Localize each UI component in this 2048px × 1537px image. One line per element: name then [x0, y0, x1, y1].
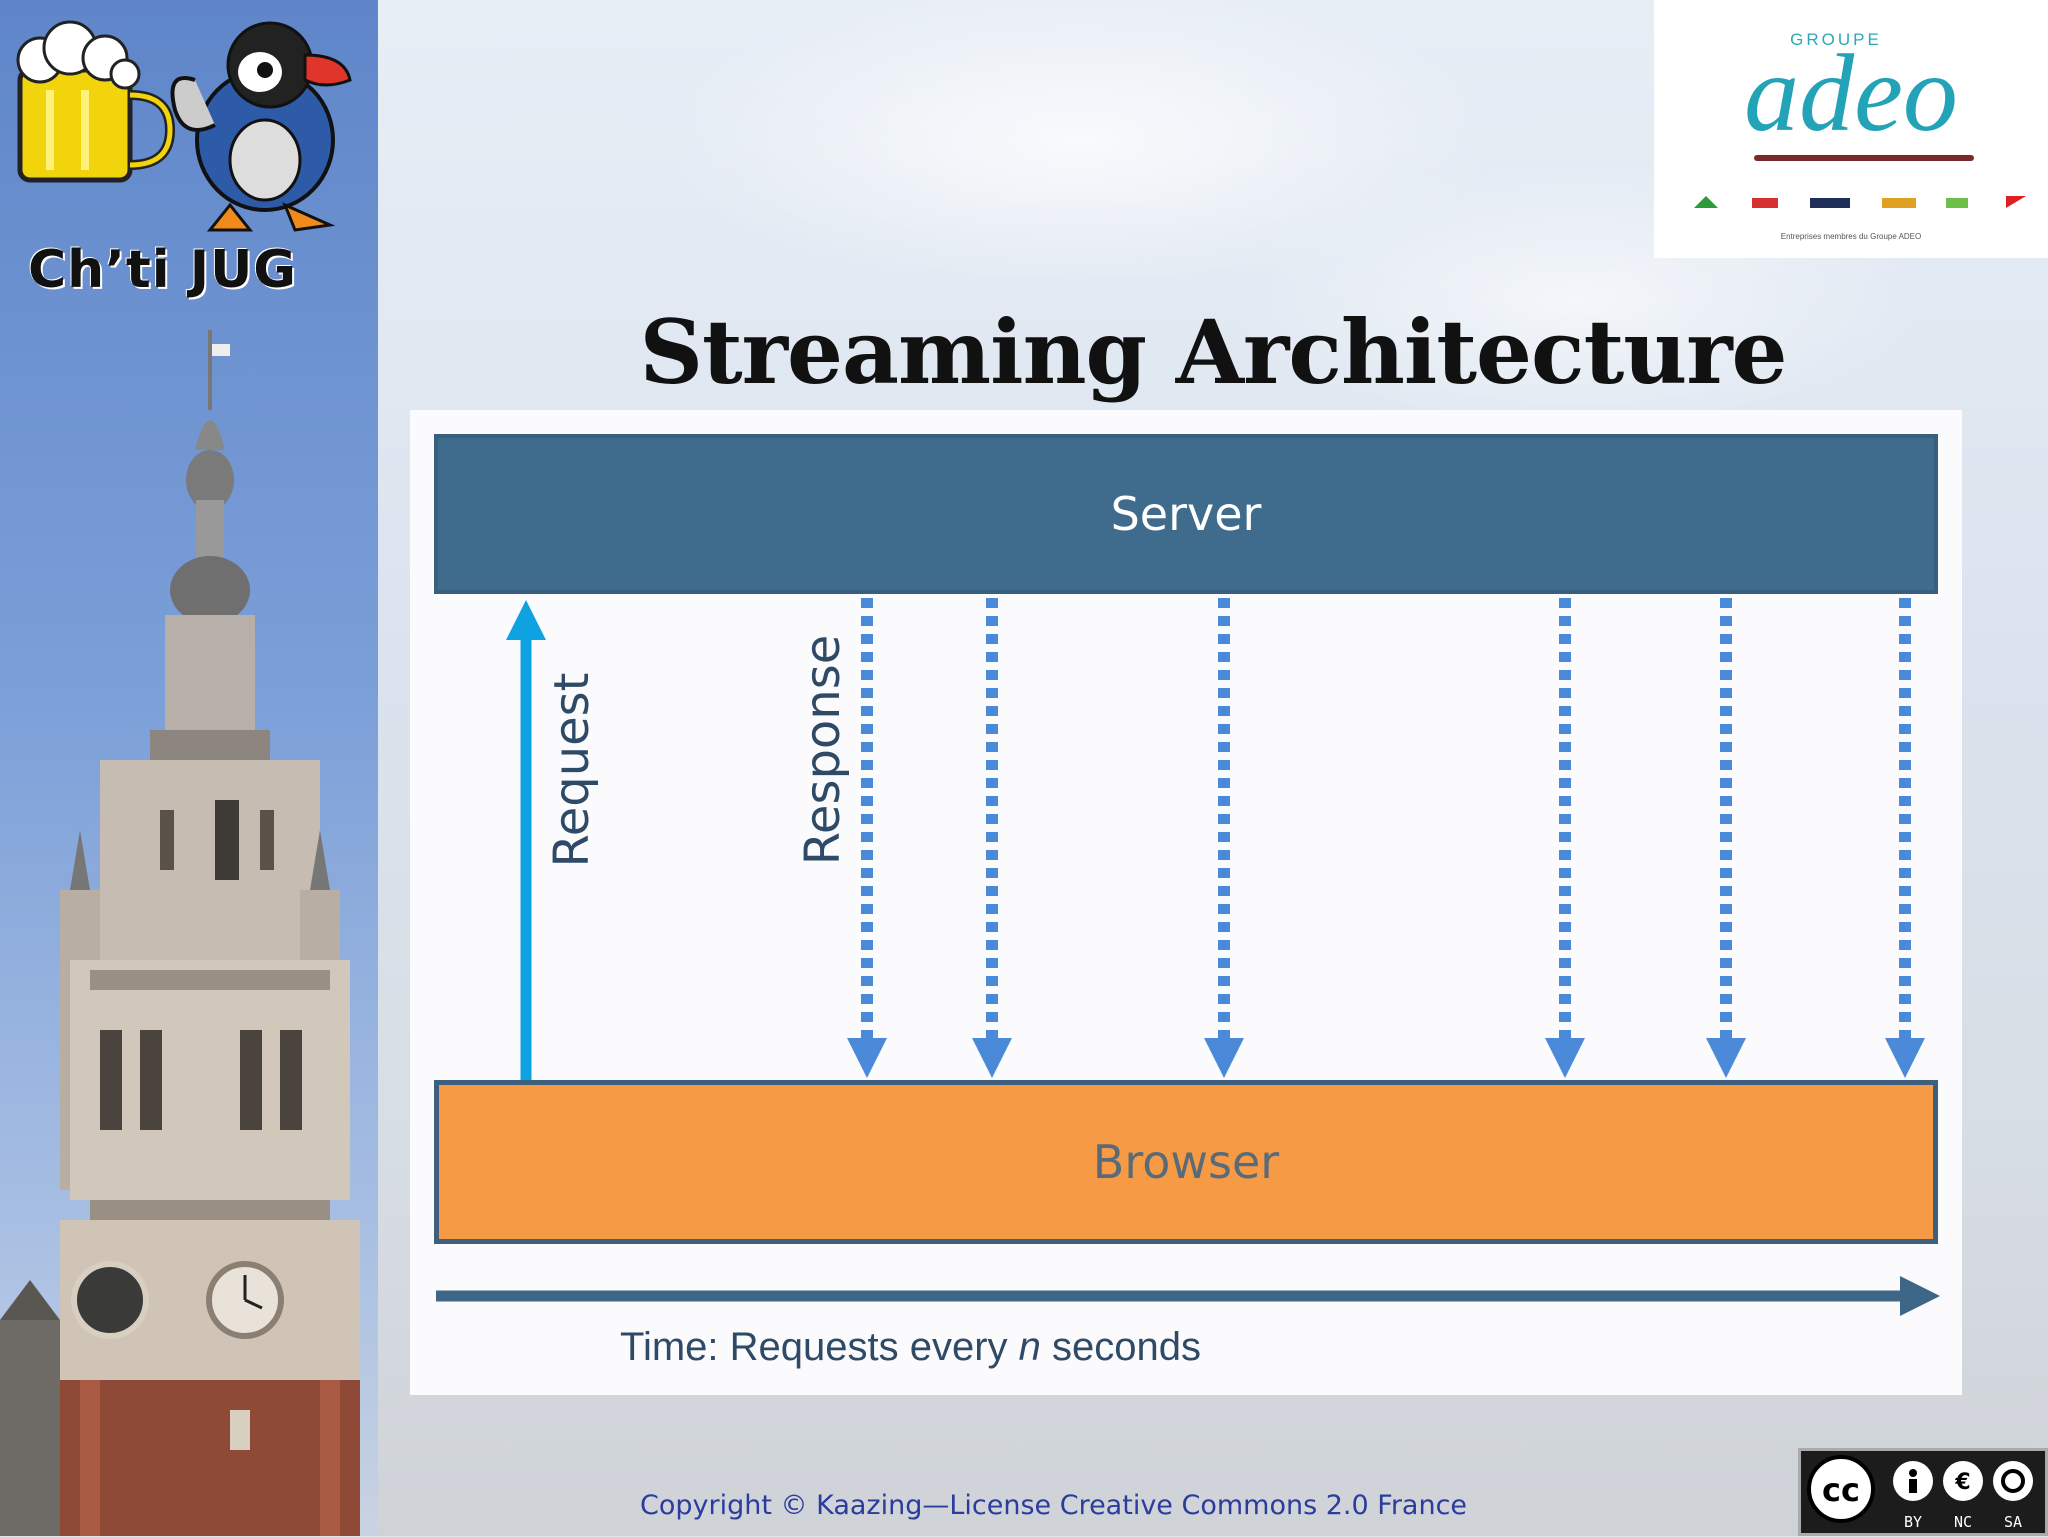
- request-label: Request: [544, 672, 600, 868]
- server-box: Server: [434, 434, 1938, 594]
- time-label-variable: n: [1018, 1325, 1041, 1369]
- time-arrow: [436, 1276, 1940, 1316]
- svg-text:€: €: [1954, 1470, 1970, 1495]
- browser-box: Browser: [434, 1080, 1938, 1244]
- request-arrow: [506, 600, 546, 1080]
- creative-commons-license-badge: cc € BY NC SA: [1798, 1448, 2048, 1536]
- slide-title: Streaming Architecture: [639, 300, 1787, 404]
- sponsor-group-label: GROUPE: [1790, 30, 1882, 49]
- belfry-illustration: [0, 330, 360, 1536]
- license-nc: NC: [1954, 1513, 1972, 1531]
- svg-text:cc: cc: [1822, 1471, 1860, 1509]
- mascot-logo-icon: [16, 20, 352, 232]
- response-arrow-3: [1204, 598, 1244, 1078]
- time-label: Time: Requests every n seconds: [620, 1325, 1320, 1370]
- sponsor-brand-icons: [1694, 196, 2026, 208]
- sponsor-logo: GROUPE adeo Entreprises membres du Group…: [1654, 0, 2048, 258]
- response-arrow-1: [847, 598, 887, 1078]
- response-label: Response: [795, 634, 851, 866]
- cc-license-icon: cc € BY NC SA: [1801, 1451, 2045, 1533]
- sponsor-underline: [1754, 155, 1974, 161]
- browser-label: Browser: [1092, 1135, 1280, 1189]
- license-sa: SA: [2004, 1513, 2022, 1531]
- sponsor-caption: Entreprises membres du Groupe ADEO: [1780, 232, 1922, 241]
- time-label-prefix: Time: Requests every: [620, 1325, 1019, 1369]
- response-arrow-2: [972, 598, 1012, 1078]
- response-arrow-6: [1885, 598, 1925, 1078]
- arrows-layer: [436, 598, 1940, 1316]
- brand-name: Ch’ti JUG: [28, 240, 297, 300]
- copyright-notice: Copyright © Kaazing—License Creative Com…: [640, 1490, 1468, 1521]
- response-arrow-5: [1706, 598, 1746, 1078]
- sponsor-name: adeo: [1744, 32, 1958, 154]
- response-arrow-4: [1545, 598, 1585, 1078]
- license-by: BY: [1904, 1513, 1922, 1531]
- time-label-suffix: seconds: [1040, 1325, 1202, 1369]
- streaming-diagram: Server: [410, 410, 1962, 1395]
- sidebar: Ch’ti JUG: [0, 0, 378, 1536]
- server-label: Server: [1110, 487, 1262, 541]
